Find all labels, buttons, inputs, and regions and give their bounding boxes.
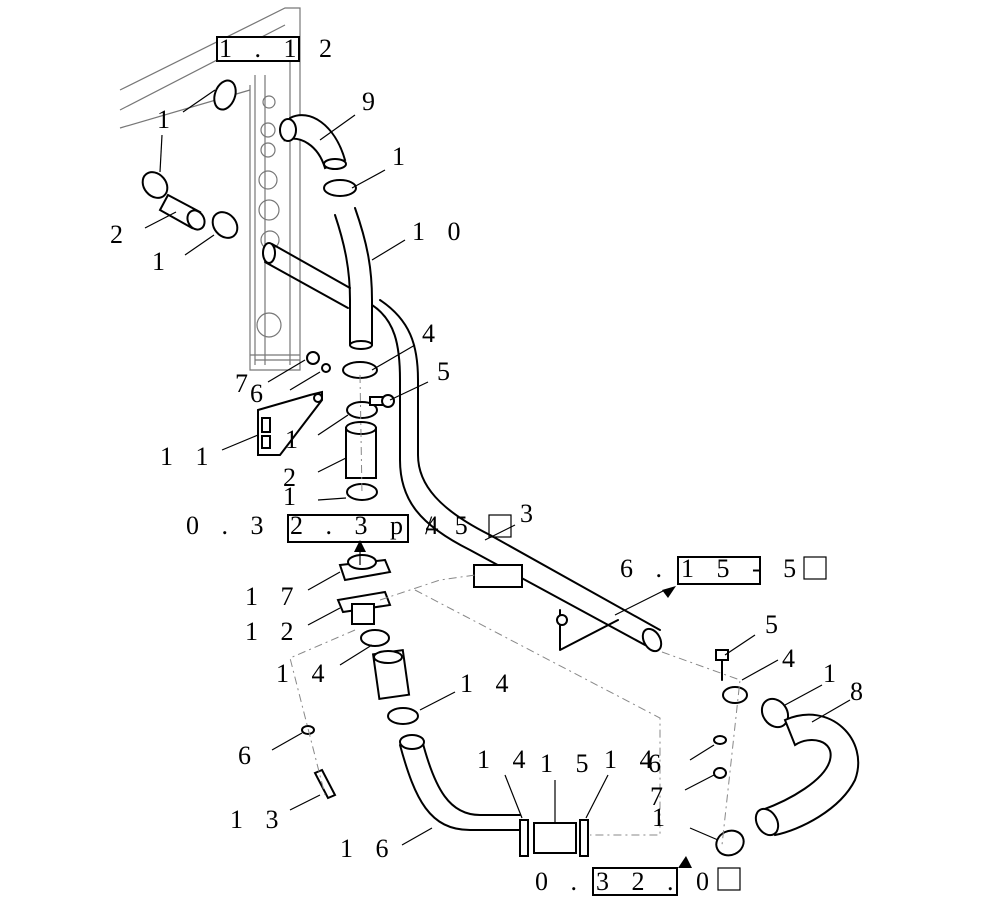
ref-bottom-box: 3 2 . 0 [596, 867, 717, 896]
ref-top: 1 . 1 2 [219, 34, 340, 63]
ref-mid-box: 2 . 3 p 4 [290, 511, 447, 540]
callout-12: 1 2 [245, 617, 302, 646]
callout-16: 1 6 [340, 834, 397, 863]
callout-6: 6 [238, 741, 259, 770]
hose-8 [754, 713, 860, 837]
reference-boxes [216, 36, 827, 896]
ref-right-box: 1 5 - 5 [681, 554, 804, 583]
callout-6: 6 [648, 749, 669, 778]
callout-10: 1 0 [412, 217, 469, 246]
callout-17: 1 7 [245, 582, 302, 611]
callout-1: 1 [823, 659, 844, 688]
callout-14: 1 4 [604, 745, 661, 774]
dash-lines [289, 374, 741, 846]
lower-hose [399, 734, 589, 857]
ref-right-prefix: 6 . [620, 554, 670, 583]
callout-13: 1 3 [230, 805, 287, 834]
main-pipe [371, 299, 663, 653]
ref-mid-suffix: / 5 [425, 511, 476, 540]
callout-15: 1 5 [540, 749, 597, 778]
callout-1: 1 [283, 482, 304, 511]
clamps [141, 79, 790, 857]
callout-2: 2 [283, 463, 304, 492]
upper-pipe [262, 207, 373, 350]
callout-1: 1 [652, 803, 673, 832]
callout-2: 2 [110, 220, 131, 249]
callout-4: 4 [782, 644, 803, 673]
callout-3: 3 [520, 499, 541, 528]
callout-1: 1 [285, 425, 306, 454]
callout-labels: 1 2 1 9 1 1 0 4 5 7 6 1 1 1 2 1 3 1 7 1 … [110, 34, 871, 896]
callout-9: 9 [362, 87, 383, 116]
callout-14: 1 4 [276, 659, 333, 688]
callout-7: 7 [650, 782, 671, 811]
callout-5: 5 [765, 610, 786, 639]
callout-11: 1 1 [160, 442, 217, 471]
callout-8: 8 [850, 677, 871, 706]
flanges [336, 554, 392, 625]
bracket-11 [257, 351, 395, 456]
callout-14: 1 4 [460, 669, 517, 698]
callout-5: 5 [437, 357, 458, 386]
callout-14: 1 4 [477, 745, 534, 774]
callout-4: 4 [422, 319, 443, 348]
callout-1: 1 [152, 247, 173, 276]
callout-1: 1 [392, 142, 413, 171]
ref-mid-prefix: 0 . 3 [186, 511, 272, 540]
hose-9 [279, 114, 347, 170]
callout-1: 1 [157, 105, 178, 134]
leader-lines [144, 89, 851, 846]
callout-7: 7 [235, 369, 256, 398]
ref-bottom-prefix: 0 . [535, 867, 585, 896]
callout-6: 6 [250, 379, 271, 408]
